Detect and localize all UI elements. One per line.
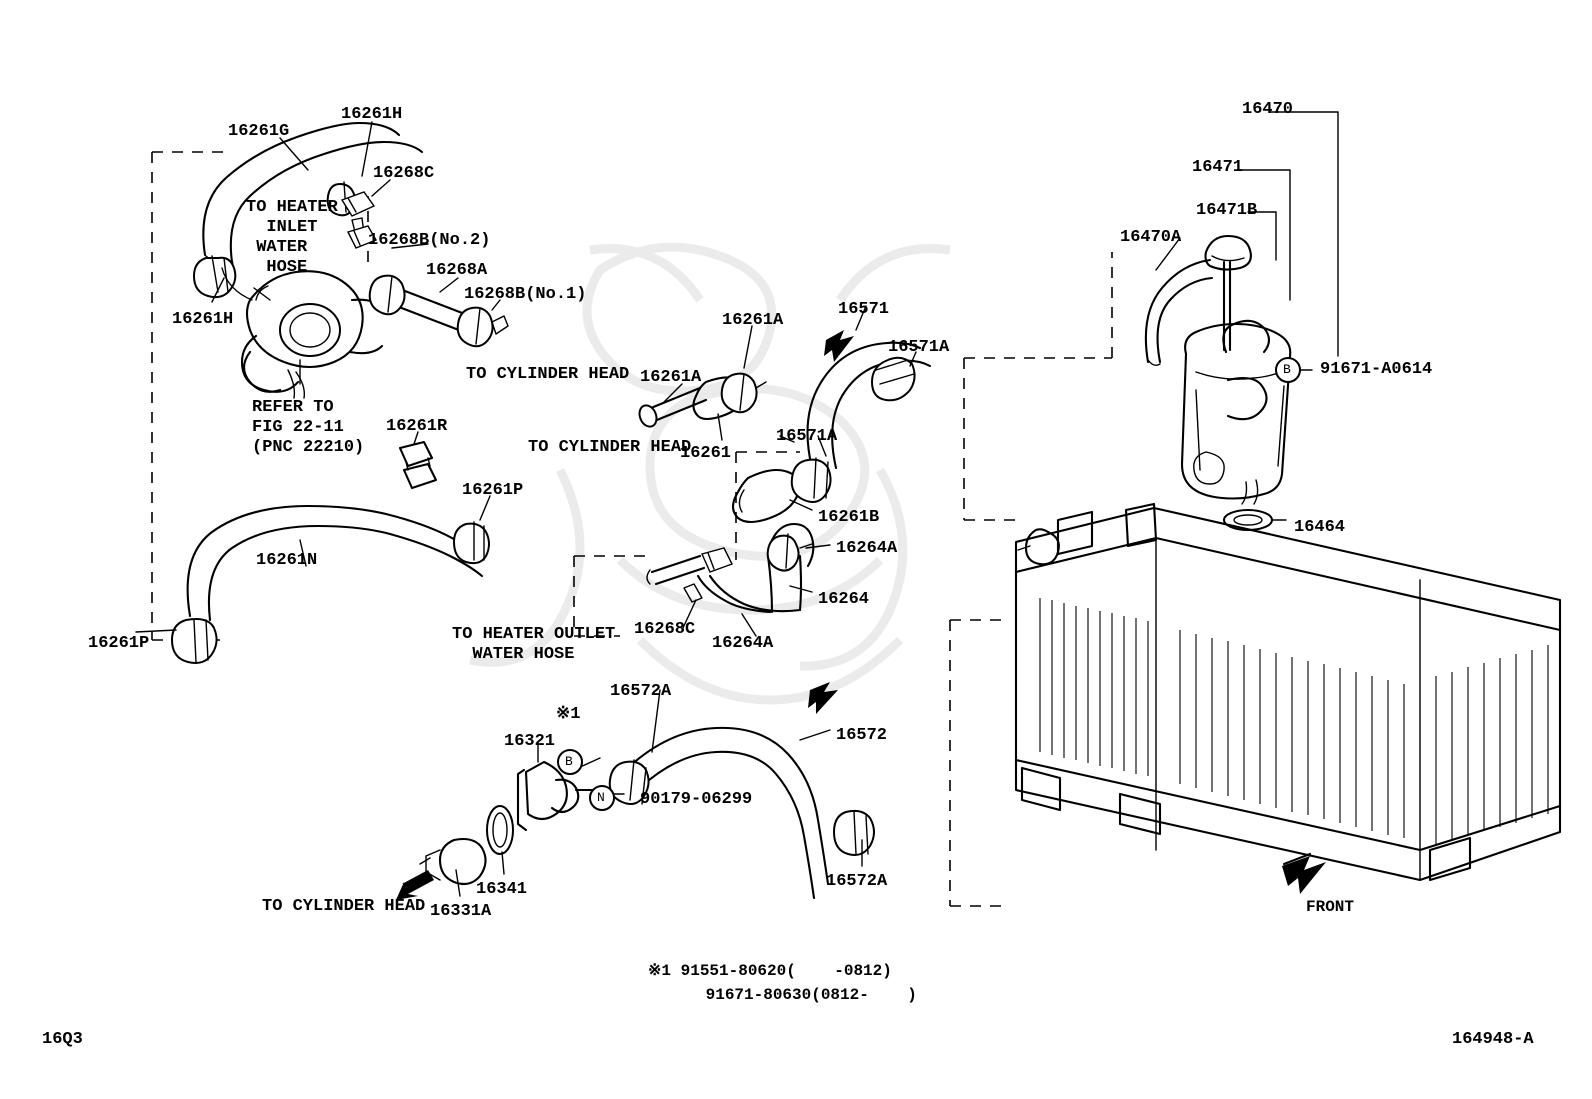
dashed-guides — [151, 151, 1113, 907]
part-label-l-16571A-r: 16571A — [888, 338, 950, 357]
part-label-l-16261H-t: 16261H — [341, 105, 403, 124]
part-label-l-16572A-b: 16572A — [826, 872, 888, 891]
part-label-l-16268A: 16268A — [426, 261, 488, 280]
badge-n-text: N — [597, 790, 605, 805]
front-label: FRONT — [1306, 898, 1355, 916]
part-label-l-16261H-l: 16261H — [172, 310, 234, 329]
sheet-code-left: 16Q3 — [42, 1030, 83, 1049]
thermostat-assembly — [396, 760, 594, 900]
badge-b-right-text: B — [1283, 362, 1291, 377]
front-arrow — [1282, 852, 1326, 894]
part-label-l-tocyl1: TO CYLINDER HEAD — [466, 365, 630, 384]
part-label-l-heater-out: TO HEATER OUTLET WATER HOSE — [452, 625, 616, 665]
part-label-l-16571A-l: 16571A — [776, 427, 838, 446]
part-label-l-heater-in: TO HEATER INLET WATER HOSE — [246, 198, 338, 278]
bracket-16261R — [398, 440, 438, 490]
fitting-16268C-bottom — [646, 547, 733, 603]
hose-16264 — [696, 468, 815, 614]
part-label-l-90179: 90179-06299 — [640, 790, 753, 809]
part-label-l-16268C-t: 16268C — [373, 164, 435, 183]
part-label-l-16571: 16571 — [838, 300, 890, 319]
grommet-16464 — [1223, 509, 1273, 531]
radiator — [1014, 502, 1562, 882]
part-label-l-16261A-1: 16261A — [640, 368, 702, 387]
part-label-l-16261B: 16261B — [818, 508, 880, 527]
badges — [557, 357, 1301, 811]
part-label-l-16470: 16470 — [1242, 100, 1294, 119]
hose-16268A — [368, 274, 509, 348]
part-label-l-16572: 16572 — [836, 726, 888, 745]
part-label-l-16470A: 16470A — [1120, 228, 1182, 247]
leader-lines — [135, 111, 1339, 897]
water-outlet-housing — [221, 267, 384, 399]
clamp-16268B-no2 — [347, 225, 378, 249]
hose-16261N — [170, 504, 490, 664]
part-label-l-16261: 16261 — [680, 444, 732, 463]
hose-16261 — [638, 372, 767, 428]
footnote-2: 91671-80630(0812- ) — [648, 986, 917, 1004]
part-label-l-16471B: 16471B — [1196, 201, 1258, 220]
part-label-l-16261P-l: 16261P — [88, 634, 150, 653]
part-label-l-16268B2: 16268B(No.2) — [368, 231, 491, 250]
part-label-l-16268C-b: 16268C — [634, 620, 696, 639]
part-label-l-91671: 91671-A0614 — [1320, 360, 1433, 379]
part-label-l-16264A-u: 16264A — [836, 539, 898, 558]
part-label-l-tocyl3: TO CYLINDER HEAD — [262, 897, 426, 916]
part-label-l-16331A: 16331A — [430, 902, 492, 921]
hose-16470A — [1144, 258, 1214, 367]
part-label-l-16261N: 16261N — [256, 551, 318, 570]
part-label-l-16572A-t: 16572A — [610, 682, 672, 701]
hose-16571 — [779, 330, 932, 503]
part-label-l-star1: ※1 — [556, 705, 581, 724]
part-label-l-16261G: 16261G — [228, 122, 290, 141]
part-label-l-16264A-b: 16264A — [712, 634, 774, 653]
reservoir-tank — [1180, 234, 1292, 505]
part-label-l-16341: 16341 — [476, 880, 528, 899]
part-label-l-tocyl2: TO CYLINDER HEAD — [528, 438, 692, 457]
part-label-l-16264: 16264 — [818, 590, 870, 609]
footnote-1: ※1 91551-80620( -0812) — [648, 962, 892, 980]
part-label-l-16261R: 16261R — [386, 417, 448, 436]
sheet-code-right: 164948-A — [1452, 1030, 1534, 1049]
part-label-l-16464: 16464 — [1294, 518, 1346, 537]
part-label-l-16261P-u: 16261P — [462, 481, 524, 500]
badge-b-left-text: B — [565, 754, 573, 769]
part-label-l-refer: REFER TO FIG 22-11 (PNC 22210) — [252, 398, 365, 458]
part-label-l-16268B1: 16268B(No.1) — [464, 285, 587, 304]
part-label-l-16471: 16471 — [1192, 158, 1244, 177]
part-label-l-16321: 16321 — [504, 732, 556, 751]
part-label-l-16261A-2: 16261A — [722, 311, 784, 330]
